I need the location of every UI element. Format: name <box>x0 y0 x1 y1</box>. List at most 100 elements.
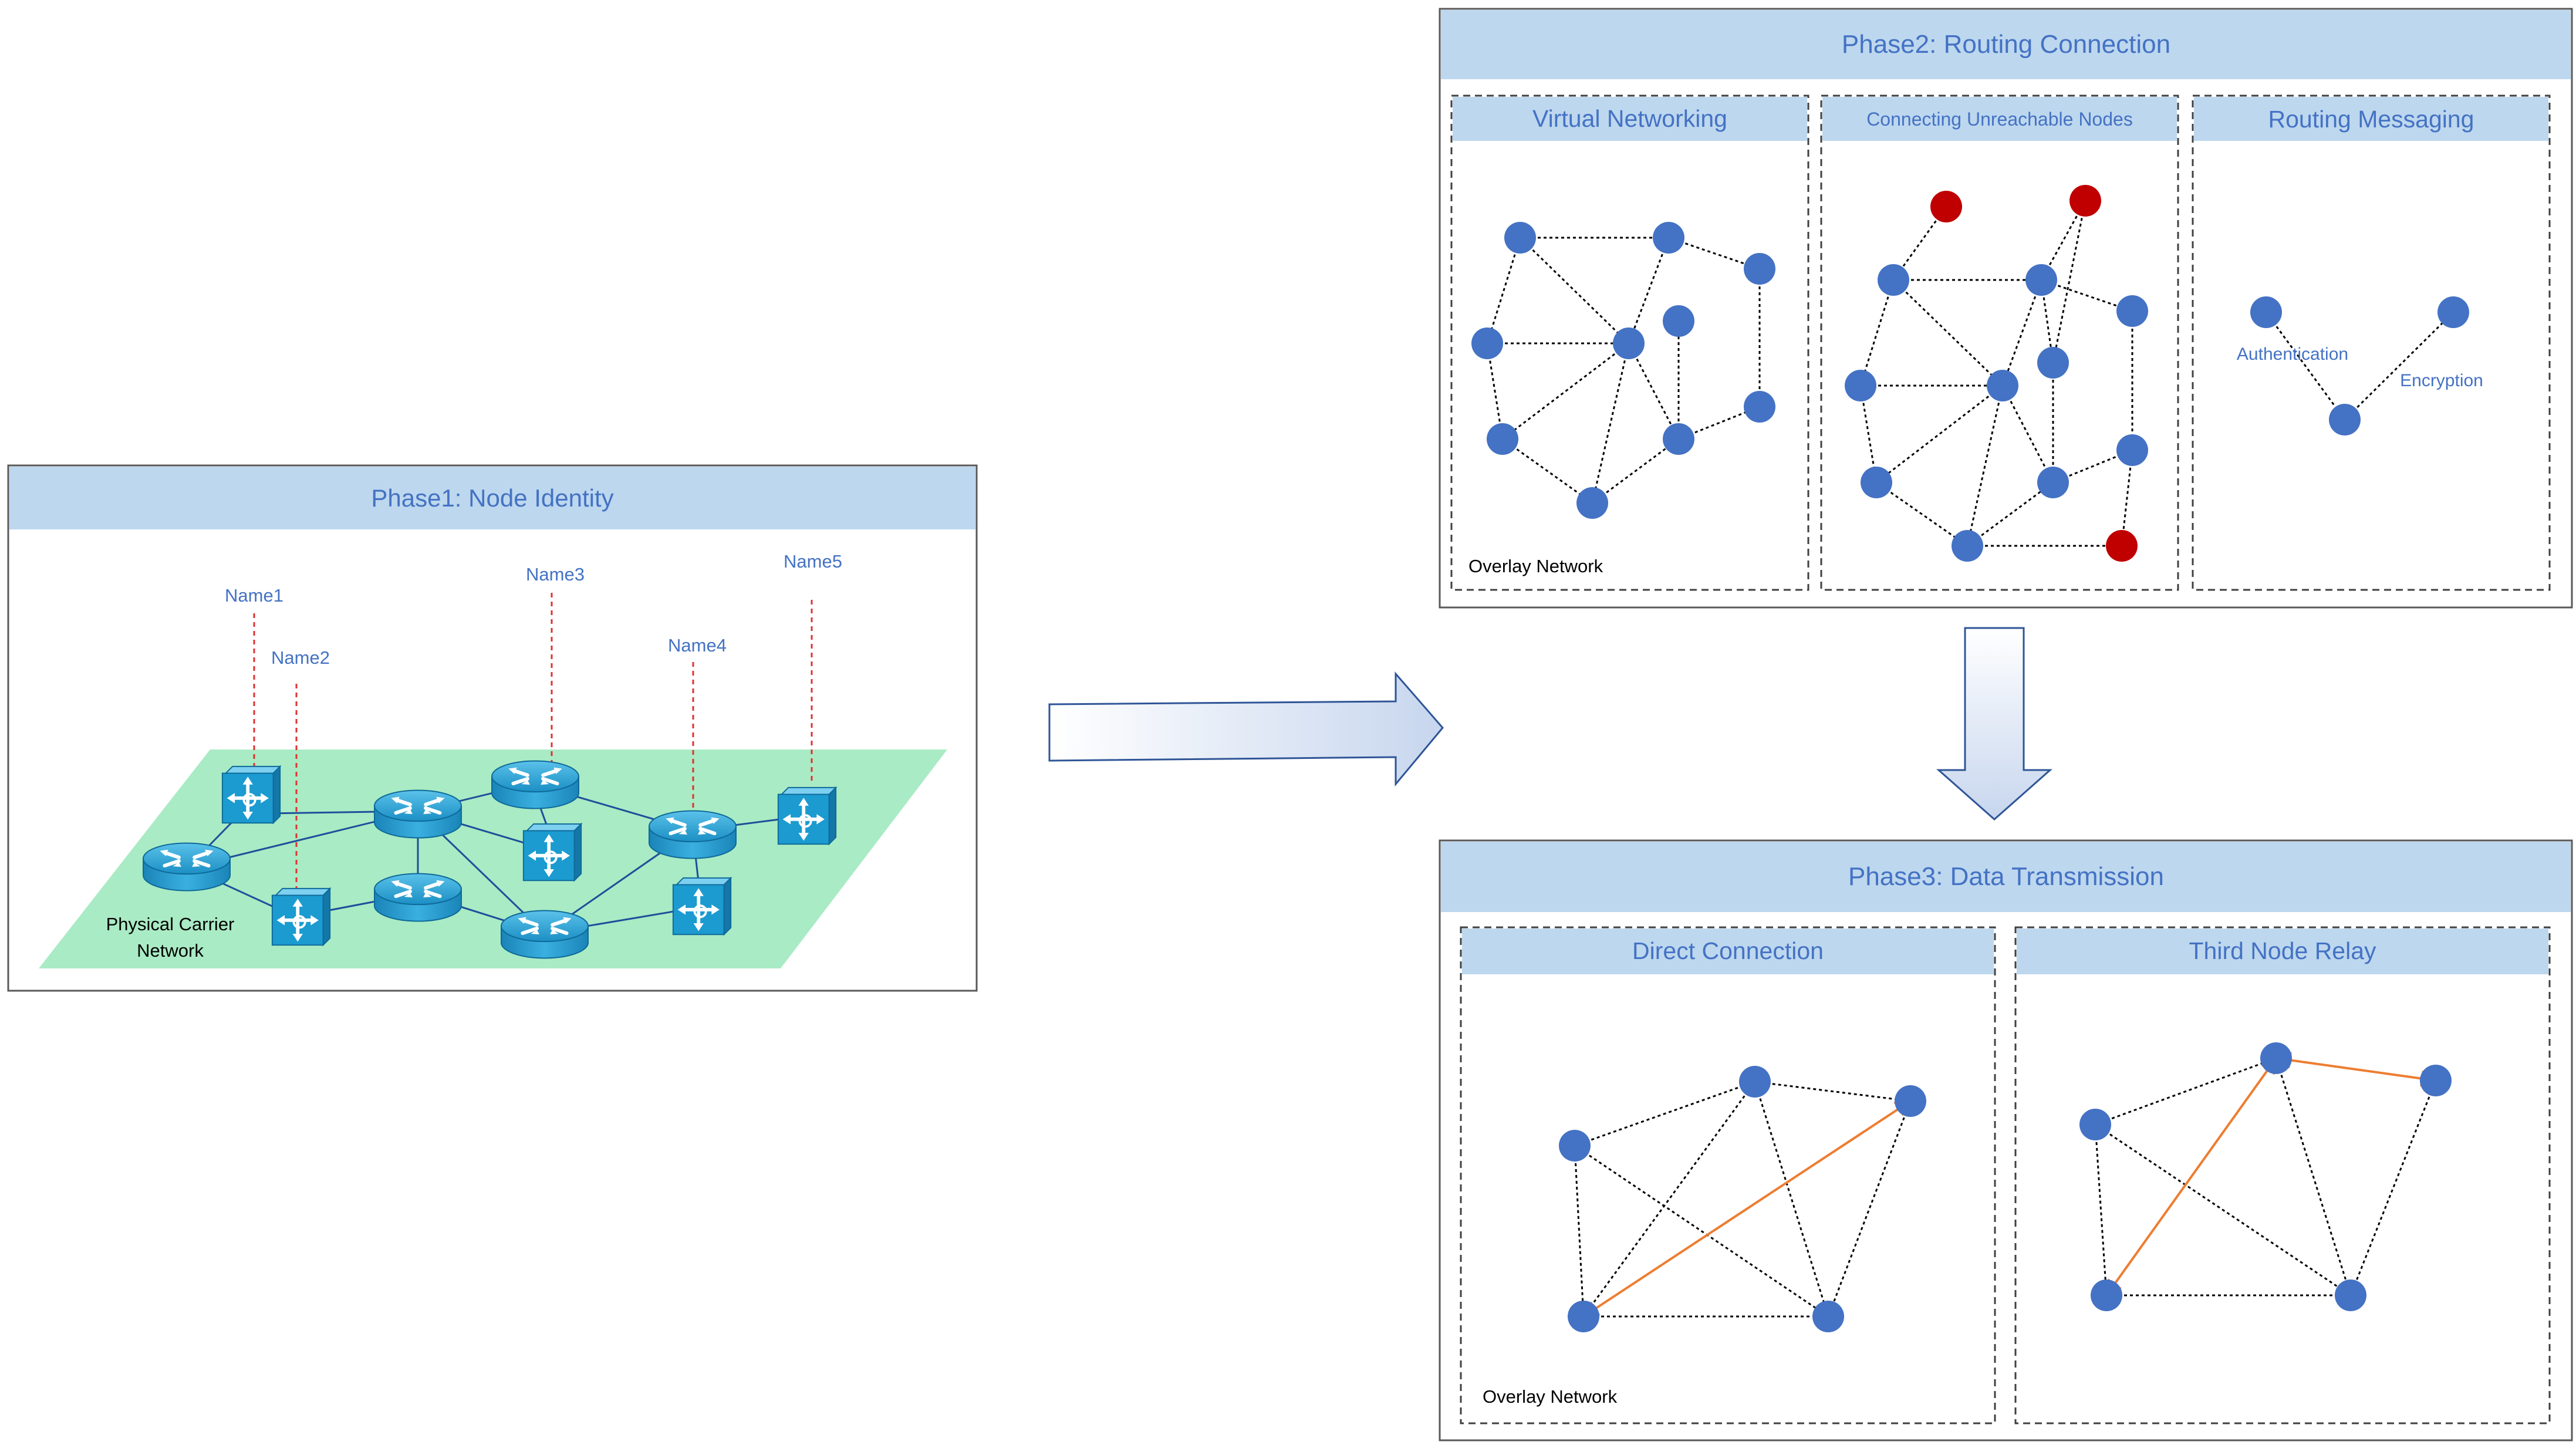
routing-messaging-nodes <box>2250 296 2469 435</box>
overlay-node <box>1568 1301 1599 1332</box>
overlay-node <box>1663 305 1694 337</box>
router-icon <box>492 761 579 808</box>
third-node-relay-header <box>2017 929 2548 974</box>
router-icon <box>143 843 230 890</box>
overlay-node <box>1845 370 1876 401</box>
overlay-node <box>2116 295 2148 327</box>
name-labels: Name1 Name2 Name3 Name4 Name5 <box>225 551 842 668</box>
routing-messaging-panel: Routing Messaging Authentication Encrypt… <box>2192 94 2551 591</box>
overlay-network-label: Overlay Network <box>1483 1386 1618 1407</box>
overlay-node <box>1987 370 2018 401</box>
overlay-node <box>2437 296 2469 328</box>
overlay-node <box>2260 1042 2292 1074</box>
overlay-node <box>2079 1109 2111 1140</box>
unreachable-nodes-header <box>1822 97 2177 141</box>
routing-messaging-edges <box>2265 311 2455 421</box>
router-icon <box>649 811 736 858</box>
unreachable-nodes-panel: Connecting Unreachable Nodes <box>1820 94 2179 591</box>
third-node-relay-frame <box>2014 926 2551 1424</box>
virtual-networking-header <box>1453 97 1807 141</box>
switch-icon <box>222 767 280 823</box>
phase1-title: Phase1: Node Identity <box>371 484 613 512</box>
overlay-node <box>1895 1085 1926 1117</box>
virtual-networking-nodes <box>1471 222 1775 519</box>
overlay-node <box>2025 264 2057 296</box>
overlay-node <box>1559 1130 1591 1162</box>
unreachable-nodes-frame <box>1820 94 2179 591</box>
carrier-label-line2: Network <box>137 940 204 961</box>
overlay-node <box>2250 296 2282 328</box>
phase2-header <box>1441 10 2571 79</box>
virtual-networking-title: Virtual Networking <box>1532 105 1727 132</box>
name2-label: Name2 <box>271 647 330 668</box>
direct-connection-nodes <box>1559 1066 1926 1332</box>
overlay-node <box>1861 467 1892 498</box>
third-node-relay-panel: Third Node Relay <box>2014 926 2551 1424</box>
phase1-header <box>9 467 975 529</box>
overlay-network-label: Overlay Network <box>1468 556 1603 576</box>
phase2-title: Phase2: Routing Connection <box>1842 30 2170 59</box>
right-arrow <box>1048 671 1444 787</box>
overlay-node <box>1744 253 1775 285</box>
overlay-node <box>1576 487 1608 519</box>
overlay-node <box>1487 423 1518 455</box>
switch-icon <box>272 889 330 945</box>
switch-icon <box>673 878 731 934</box>
unreachable-node <box>2106 530 2138 562</box>
name5-label: Name5 <box>784 551 842 572</box>
overlay-node <box>1663 423 1694 455</box>
overlay-node <box>2037 347 2069 379</box>
overlay-node <box>2329 404 2361 435</box>
relay-path-arrows <box>2105 1052 2437 1297</box>
unreachable-node <box>2069 185 2101 217</box>
router-icon <box>374 790 461 838</box>
overlay-node <box>2091 1279 2122 1311</box>
name1-label: Name1 <box>225 585 283 606</box>
unreachable-nodes-nodes <box>1845 185 2148 562</box>
name-lines <box>253 593 813 892</box>
phase1-panel: Phase1: Node Identity <box>7 464 978 992</box>
overlay-node <box>1952 530 1983 562</box>
overlay-node <box>2037 467 2069 498</box>
unreachable-node <box>1930 191 1962 222</box>
routing-messaging-title: Routing Messaging <box>2268 106 2474 133</box>
direct-connection-panel: Direct Connection Overlay Network <box>1460 926 1996 1424</box>
virtual-networking-panel: Virtual Networking <box>1450 94 1809 591</box>
third-node-relay-nodes <box>2079 1042 2452 1311</box>
name3-label: Name3 <box>526 564 585 585</box>
router-icon <box>374 873 461 921</box>
unreachable-nodes-title: Connecting Unreachable Nodes <box>1866 109 2133 130</box>
overlay-node <box>1878 264 1909 296</box>
overlay-node <box>1504 222 1536 254</box>
switch-icon <box>524 824 581 880</box>
routing-messaging-header <box>2194 97 2548 141</box>
overlay-node <box>2420 1065 2452 1096</box>
encryption-label: Encryption <box>2400 371 2483 390</box>
third-node-relay-title: Third Node Relay <box>2189 937 2376 964</box>
name4-label: Name4 <box>668 635 727 656</box>
phase3-title: Phase3: Data Transmission <box>1848 862 2164 891</box>
overlay-node <box>1739 1066 1771 1098</box>
relay-path-arrow <box>2105 1056 2277 1297</box>
phase3-header <box>1441 842 2571 912</box>
direct-connection-frame <box>1460 926 1996 1424</box>
direct-connection-header <box>1462 929 1994 974</box>
routing-messaging-frame <box>2192 94 2551 591</box>
direct-path-arrow <box>1582 1100 1912 1318</box>
overlay-node <box>1812 1301 1844 1332</box>
overlay-node <box>2335 1279 2366 1311</box>
overlay-node <box>2116 434 2148 466</box>
overlay-node <box>1744 391 1775 423</box>
overlay-node <box>1653 222 1684 254</box>
phase2-panel: Phase2: Routing Connection Virtual Netwo… <box>1439 8 2573 609</box>
down-arrow <box>1936 627 2052 821</box>
authentication-label: Authentication <box>2237 345 2348 364</box>
relay-path-arrow <box>2274 1052 2437 1087</box>
carrier-label-line1: Physical Carrier <box>106 914 235 934</box>
router-icon <box>501 910 588 958</box>
overlay-node <box>1471 328 1503 359</box>
switch-icon <box>778 788 836 844</box>
direct-connection-title: Direct Connection <box>1632 937 1824 964</box>
phase3-panel: Phase3: Data Transmission Direct Connect… <box>1439 839 2573 1441</box>
